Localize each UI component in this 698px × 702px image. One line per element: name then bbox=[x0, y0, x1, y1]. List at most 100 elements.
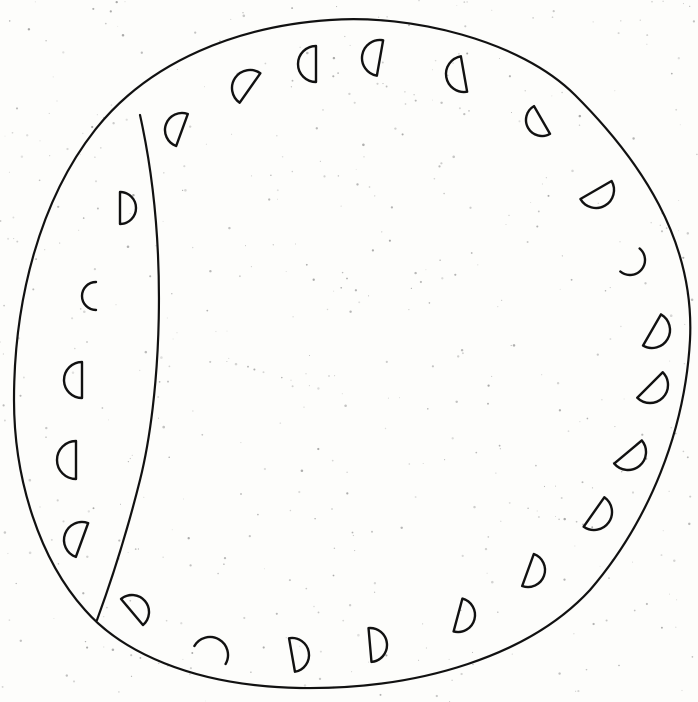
speckle-dot bbox=[56, 100, 57, 101]
speckle-dot bbox=[683, 3, 684, 4]
speckle-dot bbox=[487, 384, 489, 386]
speckle-dot bbox=[51, 539, 53, 541]
speckle-dot bbox=[106, 607, 108, 609]
speckle-dot bbox=[116, 1, 118, 3]
speckle-dot bbox=[143, 497, 144, 498]
speckle-dot bbox=[472, 652, 473, 653]
speckle-dot bbox=[477, 264, 478, 265]
speckle-dot bbox=[408, 24, 410, 26]
speckle-dot bbox=[560, 289, 561, 290]
speckle-dot bbox=[180, 622, 182, 624]
speckle-dot bbox=[597, 353, 599, 355]
speckle-dot bbox=[247, 366, 249, 368]
speckle-dot bbox=[12, 217, 14, 219]
speckle-dot bbox=[249, 535, 251, 537]
speckle-dot bbox=[66, 674, 68, 676]
speckle-dot bbox=[182, 190, 183, 191]
speckle-dot bbox=[334, 548, 335, 549]
speckle-dot bbox=[632, 491, 634, 493]
speckle-dot bbox=[680, 124, 681, 125]
speckle-dot bbox=[242, 12, 243, 13]
speckle-dot bbox=[158, 663, 159, 664]
speckle-dot bbox=[333, 575, 335, 577]
speckle-dot bbox=[535, 465, 537, 467]
speckle-dot bbox=[684, 363, 685, 364]
speckle-dot bbox=[411, 288, 412, 289]
speckle-dot bbox=[265, 63, 267, 65]
speckle-dot bbox=[669, 491, 670, 492]
speckle-dot bbox=[619, 241, 620, 242]
speckle-dot bbox=[53, 76, 54, 77]
speckle-dot bbox=[13, 238, 14, 239]
speckle-dot bbox=[593, 21, 594, 22]
speckle-dot bbox=[58, 563, 59, 564]
speckle-dot bbox=[372, 249, 374, 251]
speckle-dot bbox=[561, 497, 563, 499]
speckle-dot bbox=[663, 530, 664, 531]
speckle-dot bbox=[386, 361, 388, 363]
speckle-dot bbox=[313, 279, 315, 281]
speckle-dot bbox=[458, 53, 460, 55]
speckle-dot bbox=[264, 468, 266, 470]
speckle-dot bbox=[435, 60, 437, 62]
speckle-dot bbox=[191, 652, 193, 654]
speckle-dot bbox=[346, 278, 348, 280]
speckle-dot bbox=[145, 351, 148, 354]
speckle-dot bbox=[298, 491, 300, 493]
speckle-dot bbox=[239, 275, 241, 277]
speckle-dot bbox=[353, 535, 354, 536]
speckle-dot bbox=[452, 156, 455, 159]
speckle-dot bbox=[404, 91, 405, 92]
d-mark-22 bbox=[82, 282, 96, 310]
speckle-dot bbox=[166, 620, 168, 622]
speckle-dot bbox=[127, 246, 130, 249]
speckle-dot bbox=[687, 456, 689, 458]
speckle-dot bbox=[66, 148, 68, 150]
speckle-dot bbox=[438, 165, 440, 167]
speckle-dot bbox=[452, 62, 454, 64]
speckle-dot bbox=[3, 305, 5, 307]
speckle-dot bbox=[440, 162, 442, 164]
speckle-dot bbox=[224, 557, 226, 559]
speckle-dot bbox=[45, 437, 46, 438]
speckle-dot bbox=[209, 361, 211, 363]
speckle-dot bbox=[338, 175, 340, 177]
speckle-dot bbox=[189, 125, 191, 127]
speckle-dot bbox=[23, 377, 25, 379]
speckle-dot bbox=[102, 407, 104, 409]
speckle-dot bbox=[292, 385, 294, 387]
speckle-dot bbox=[0, 220, 1, 222]
speckle-dot bbox=[230, 19, 231, 20]
speckle-dot bbox=[318, 611, 320, 613]
speckle-dot bbox=[323, 175, 325, 177]
speckle-dot bbox=[441, 277, 443, 279]
speckle-dot bbox=[228, 227, 230, 229]
speckle-dot bbox=[4, 531, 7, 534]
d-mark-16 bbox=[289, 635, 312, 671]
speckle-dot bbox=[115, 304, 116, 305]
speckle-dot bbox=[112, 649, 115, 652]
speckle-dot bbox=[541, 374, 542, 375]
d-mark-1 bbox=[160, 108, 188, 146]
speckle-dot bbox=[408, 309, 409, 310]
speckle-dot bbox=[276, 135, 278, 137]
speckle-dot bbox=[192, 410, 193, 411]
speckle-dot bbox=[71, 317, 73, 319]
speckle-dot bbox=[518, 120, 520, 122]
d-mark-13 bbox=[522, 554, 550, 592]
d-shaped-marks bbox=[57, 37, 677, 672]
speckle-dot bbox=[434, 178, 436, 180]
speckle-dot bbox=[163, 221, 164, 222]
speckle-dot bbox=[455, 401, 457, 403]
speckle-dot bbox=[86, 341, 88, 343]
speckle-dot bbox=[467, 1, 468, 2]
speckle-dot bbox=[118, 691, 120, 693]
speckle-dot bbox=[352, 532, 354, 534]
speckle-dot bbox=[332, 75, 334, 77]
speckle-dot bbox=[500, 521, 501, 522]
speckle-dot bbox=[128, 461, 129, 462]
speckle-dot bbox=[552, 16, 554, 18]
speckle-dot bbox=[223, 563, 225, 565]
